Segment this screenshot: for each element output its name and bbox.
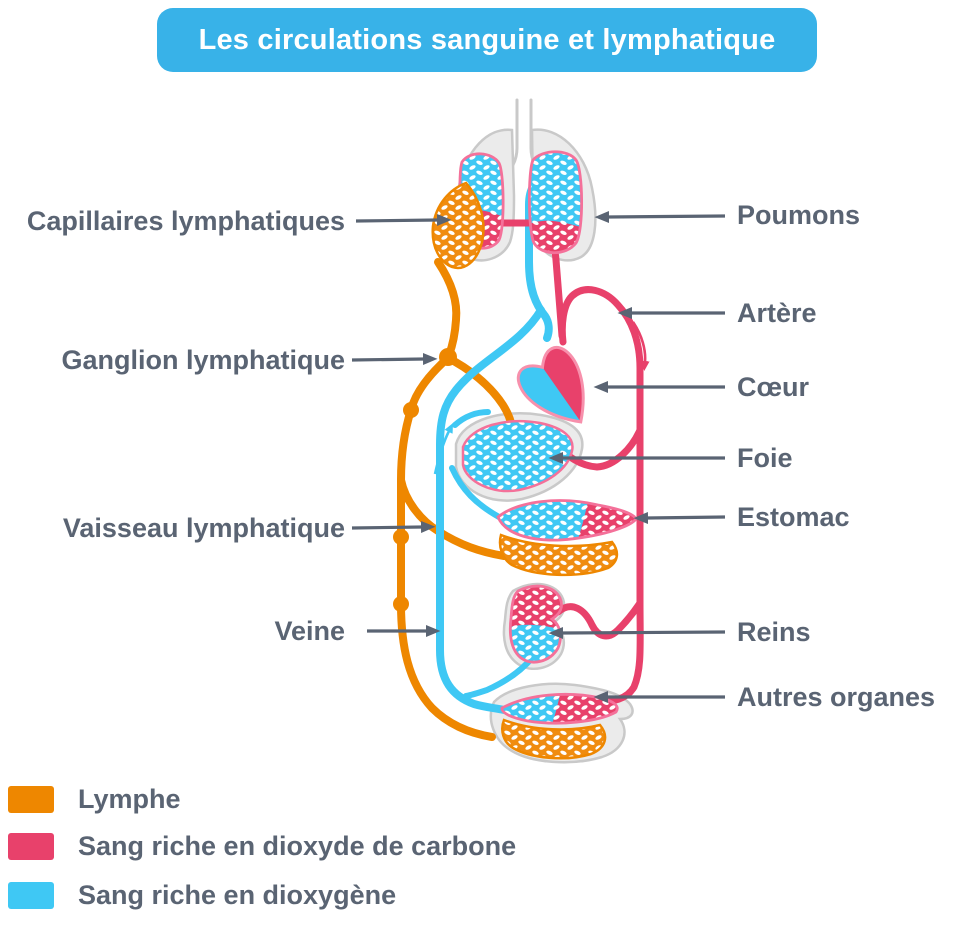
heart-outline: [516, 345, 585, 424]
arrow-ganglion-lymphatique-icon: [351, 353, 438, 366]
label-capillaires-lymphatiques: Capillaires lymphatiques: [26, 206, 345, 236]
page-title: Les circulations sanguine et lymphatique: [198, 23, 776, 56]
label-vaisseau-lymphatique: Vaisseau lymphatique: [62, 513, 345, 543]
arrow-capillaires-lymphatiques-icon: [355, 214, 452, 227]
lymph-node-dots: [393, 348, 457, 612]
label-veine: Veine: [274, 616, 345, 646]
arrow-vaisseau-lymphatique-icon: [351, 521, 436, 534]
stomach-illustration: [496, 499, 638, 577]
legend-item-sang-o2: Sang riche en dioxygène: [8, 880, 396, 911]
legend-swatch-sang-co2: [8, 833, 54, 860]
legend-swatch-lymphe: [8, 786, 54, 813]
label-arrows: [351, 210, 726, 703]
vein-flow-arrow-icon: [433, 422, 454, 475]
legend-swatch-sang-o2: [8, 882, 54, 909]
arrow-estomac-icon: [633, 511, 726, 524]
legend-label-sang-o2: Sang riche en dioxygène: [78, 880, 397, 910]
liver-capillaries: [461, 419, 574, 493]
arrow-poumons-icon: [594, 210, 726, 223]
arrow-reins-icon: [548, 626, 726, 639]
legend-item-lymphe: Lymphe: [8, 784, 181, 815]
title-banner: Les circulations sanguine et lymphatique: [157, 8, 817, 72]
label-autres-organes: Autres organes: [737, 682, 936, 712]
legend-label-sang-co2: Sang riche en dioxyde de carbone: [78, 831, 517, 861]
legend-label-lymphe: Lymphe: [78, 784, 181, 814]
label-coeur: Cœur: [737, 372, 809, 402]
legend-item-sang-co2: Sang riche en dioxyde de carbone: [8, 831, 516, 862]
label-poumons: Poumons: [737, 200, 861, 230]
artery-flow-arrow-icon: [631, 321, 650, 371]
lymph-capillaries-blob: [431, 181, 485, 270]
label-ganglion-lymphatique: Ganglion lymphatique: [61, 345, 345, 375]
label-estomac: Estomac: [737, 502, 850, 532]
lung-capillaries-right: [527, 150, 584, 255]
label-artere: Artère: [737, 298, 817, 328]
ganglion-node: [439, 348, 457, 366]
label-foie: Foie: [737, 443, 793, 473]
label-reins: Reins: [737, 617, 811, 647]
